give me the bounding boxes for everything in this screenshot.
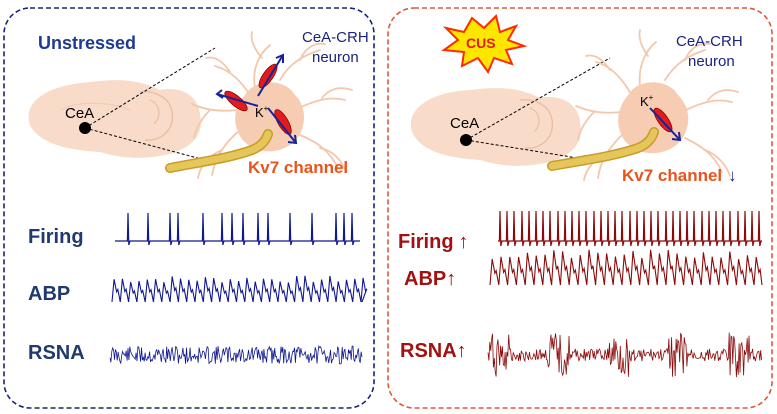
left-abp-label: ABP <box>28 283 70 305</box>
left-abp-trace <box>111 275 368 303</box>
right-firing-label: Firing↑ <box>398 231 469 253</box>
right-k-efflux-arrow <box>649 107 682 142</box>
right-rsna-trace <box>487 332 762 378</box>
right-neuron-soma <box>618 82 689 154</box>
right-abp-label: ABP↑ <box>404 268 456 290</box>
cus-label: CUS <box>466 35 496 51</box>
left-zoom-line-top <box>84 47 216 129</box>
right-rsna-label: RSNA↑ <box>400 340 467 362</box>
left-brain <box>28 80 201 158</box>
left-neuron-label-line2: neuron <box>312 49 359 66</box>
left-firing-trace <box>115 212 360 246</box>
left-title: Unstressed <box>38 33 136 53</box>
right-zoom-line-top <box>465 57 611 141</box>
right-zoom-line-bottom <box>465 139 591 161</box>
left-k-efflux-arrows <box>215 53 298 145</box>
left-rsna-trace <box>109 344 363 365</box>
right-panel-border <box>387 7 773 409</box>
right-brain <box>410 88 581 166</box>
left-rsna-label: RSNA <box>28 342 85 364</box>
left-neuron-label-line1: CeA-CRH <box>302 29 369 46</box>
left-channel-label: Kv7 channel <box>248 158 348 177</box>
cus-burst-icon <box>441 14 528 75</box>
left-cea-label: CeA <box>65 105 94 122</box>
right-channel-label: Kv7 channel↓ <box>622 166 737 185</box>
left-axon <box>165 129 273 173</box>
left-firing-label: Firing <box>28 226 84 248</box>
left-panel-border <box>3 7 375 409</box>
right-axon <box>547 127 659 171</box>
right-firing-trace <box>498 210 762 247</box>
right-cea-label: CeA <box>450 115 479 132</box>
right-neuron-label-line1: CeA-CRH <box>676 33 743 50</box>
right-panel: CUS CeA K+ CeA-CRH <box>387 7 773 409</box>
left-panel: CeA K+ <box>3 7 375 409</box>
left-zoom-line-bottom <box>84 127 206 161</box>
left-kv7-channels <box>224 63 292 135</box>
left-k-ion-label: K+ <box>255 104 269 120</box>
right-abp-trace <box>489 249 763 286</box>
right-neuron-label-line2: neuron <box>688 53 735 70</box>
right-k-ion-label: K+ <box>640 93 654 109</box>
